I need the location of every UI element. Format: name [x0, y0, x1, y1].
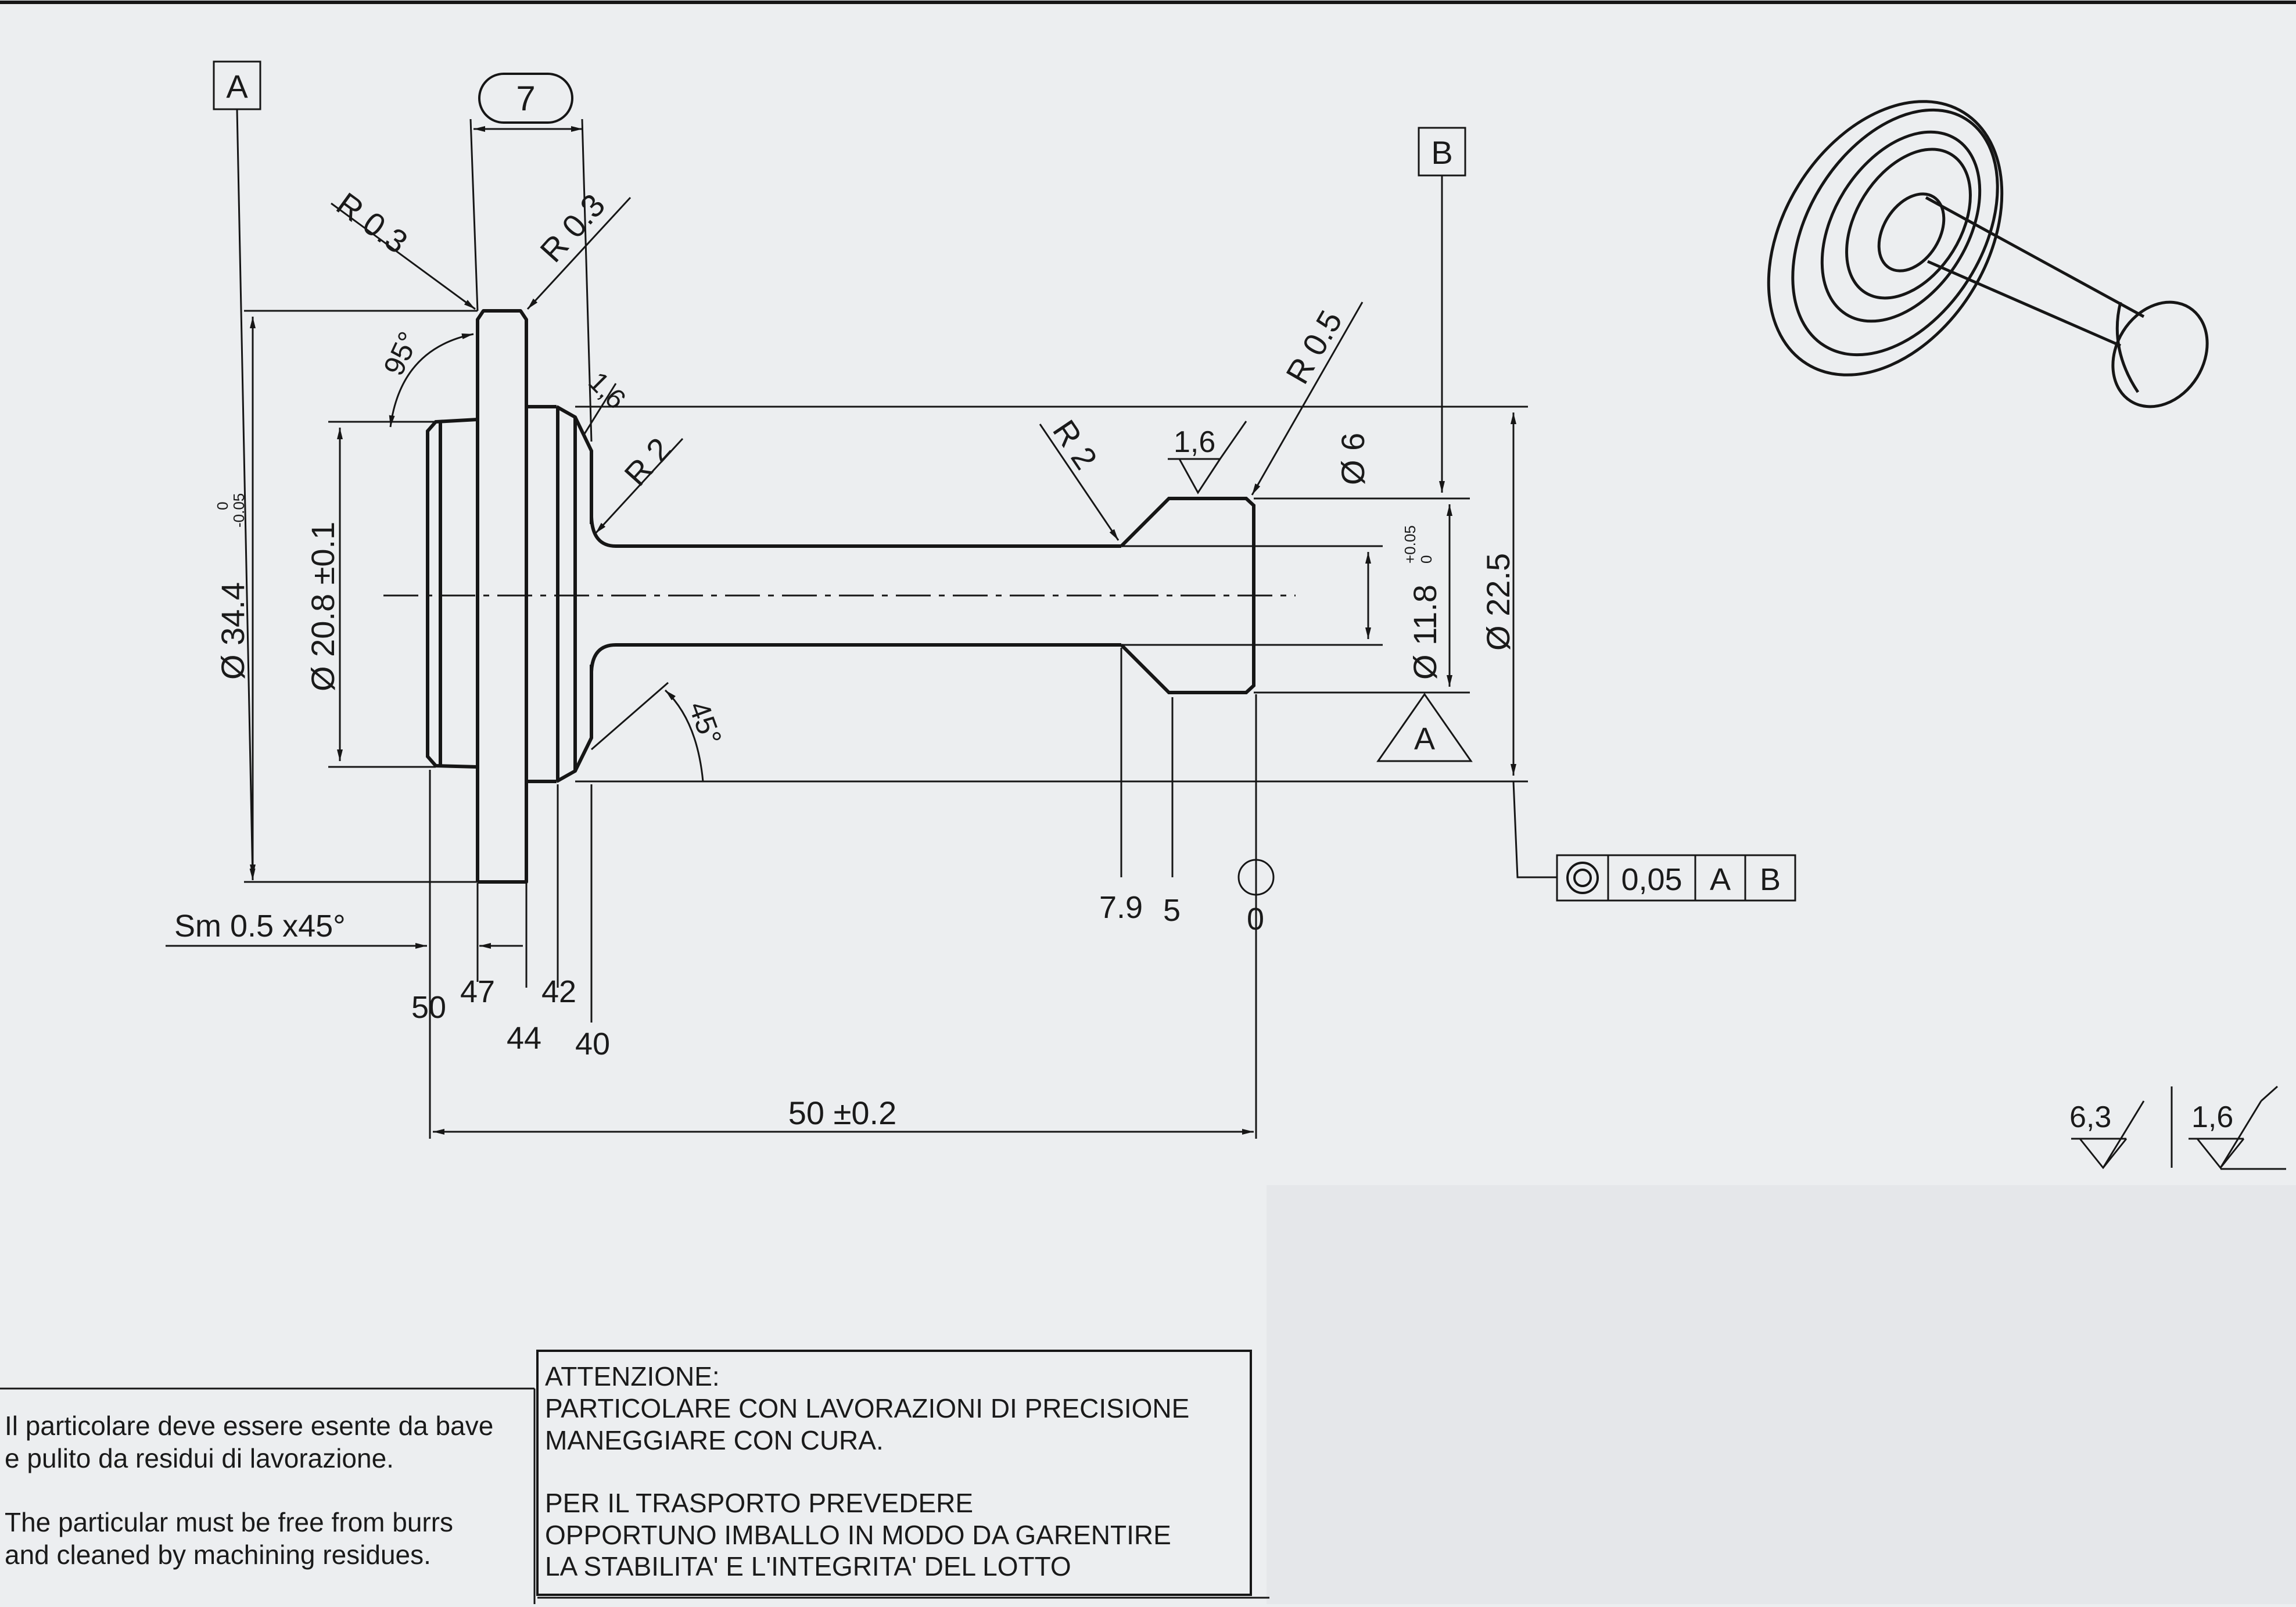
dia-boss-dimension: Ø 20.8 ±0.1: [304, 522, 341, 691]
tolerance-frame: 0,05 A B: [1556, 854, 1796, 902]
roughness-general: 6,3: [2069, 1100, 2111, 1134]
svg-text:Ø 11.8: Ø 11.8: [1407, 584, 1443, 680]
warning-title: ATTENZIONE:: [545, 1361, 720, 1391]
warning-line1: PARTICOLARE CON LAVORAZIONI DI PRECISION…: [545, 1393, 1189, 1423]
notes-box: Il particolare deve essere esente da bav…: [0, 1387, 536, 1604]
note-it-line1: Il particolare deve essere esente da bav…: [5, 1411, 493, 1441]
roughness-legend: 6,3 1,6: [2069, 1085, 2286, 1170]
isometric-view: [1767, 100, 2209, 408]
tolerance-datum-2: B: [1760, 862, 1781, 897]
svg-text:0: 0: [1418, 555, 1435, 564]
dia-outer-dimension: Ø 34.4 0 -0.05: [214, 493, 251, 680]
note-en-line2: and cleaned by machining residues.: [5, 1540, 431, 1570]
origin-marker: [1237, 859, 1275, 896]
ordinate-lines: [429, 648, 1257, 1139]
svg-text:0: 0: [214, 502, 231, 510]
svg-text:-0.05: -0.05: [230, 493, 247, 528]
dia-tip-label: Ø 6: [1334, 433, 1371, 485]
svg-text:+0.05: +0.05: [1401, 525, 1419, 564]
chamfer-note: Sm 0.5 x45°: [174, 909, 346, 944]
warning-line4: OPPORTUNO IMBALLO IN MODO DA GARENTIRE: [545, 1520, 1171, 1550]
datum-b-box: B: [1418, 127, 1466, 177]
ordinate-44: 44: [507, 1021, 541, 1056]
tolerance-datum-1: A: [1710, 862, 1731, 897]
roughness-neck: 1,6: [1168, 421, 1247, 494]
svg-text:7: 7: [516, 79, 535, 118]
ordinate-5: 5: [1163, 893, 1181, 928]
tolerance-value: 0,05: [1621, 862, 1682, 897]
ordinate-50: 50: [411, 990, 446, 1025]
svg-text:1,6: 1,6: [1174, 425, 1215, 459]
datum-b-label: B: [1431, 134, 1452, 171]
ordinate-7-9: 7.9: [1099, 890, 1143, 925]
ordinate-42: 42: [541, 974, 576, 1009]
datum-a-box: A: [213, 60, 261, 110]
datum-a-label: A: [226, 68, 248, 105]
note-it-line2: e pulito da residui di lavorazione.: [5, 1443, 394, 1473]
dia-bore-label: Ø 22.5: [1480, 553, 1516, 651]
warning-line2: MANEGGIARE CON CURA.: [545, 1425, 884, 1455]
ordinate-47: 47: [460, 974, 495, 1009]
svg-text:Ø 34.4: Ø 34.4: [214, 582, 251, 680]
warning-line5: LA STABILITA' E L'INTEGRITA' DEL LOTTO: [545, 1551, 1071, 1581]
roughness-other: 1,6: [2191, 1100, 2233, 1134]
warning-box: ATTENZIONE: PARTICOLARE CON LAVORAZIONI …: [536, 1350, 1269, 1599]
datum-a-triangle: A: [1376, 693, 1473, 762]
warning-line3: PER IL TRASPORTO PREVEDERE: [545, 1488, 973, 1518]
concentricity-icon: [1566, 862, 1599, 894]
svg-text:A: A: [1414, 722, 1435, 756]
ordinate-0: 0: [1247, 902, 1264, 937]
dia-shaft-dimension: Ø 11.8 +0.05 0: [1401, 525, 1443, 680]
note-en-line1: The particular must be free from burrs: [5, 1507, 453, 1537]
overall-length-label: 50 ±0.2: [788, 1095, 896, 1131]
ordinate-40: 40: [575, 1027, 610, 1061]
width-bubble: 7: [478, 73, 573, 124]
